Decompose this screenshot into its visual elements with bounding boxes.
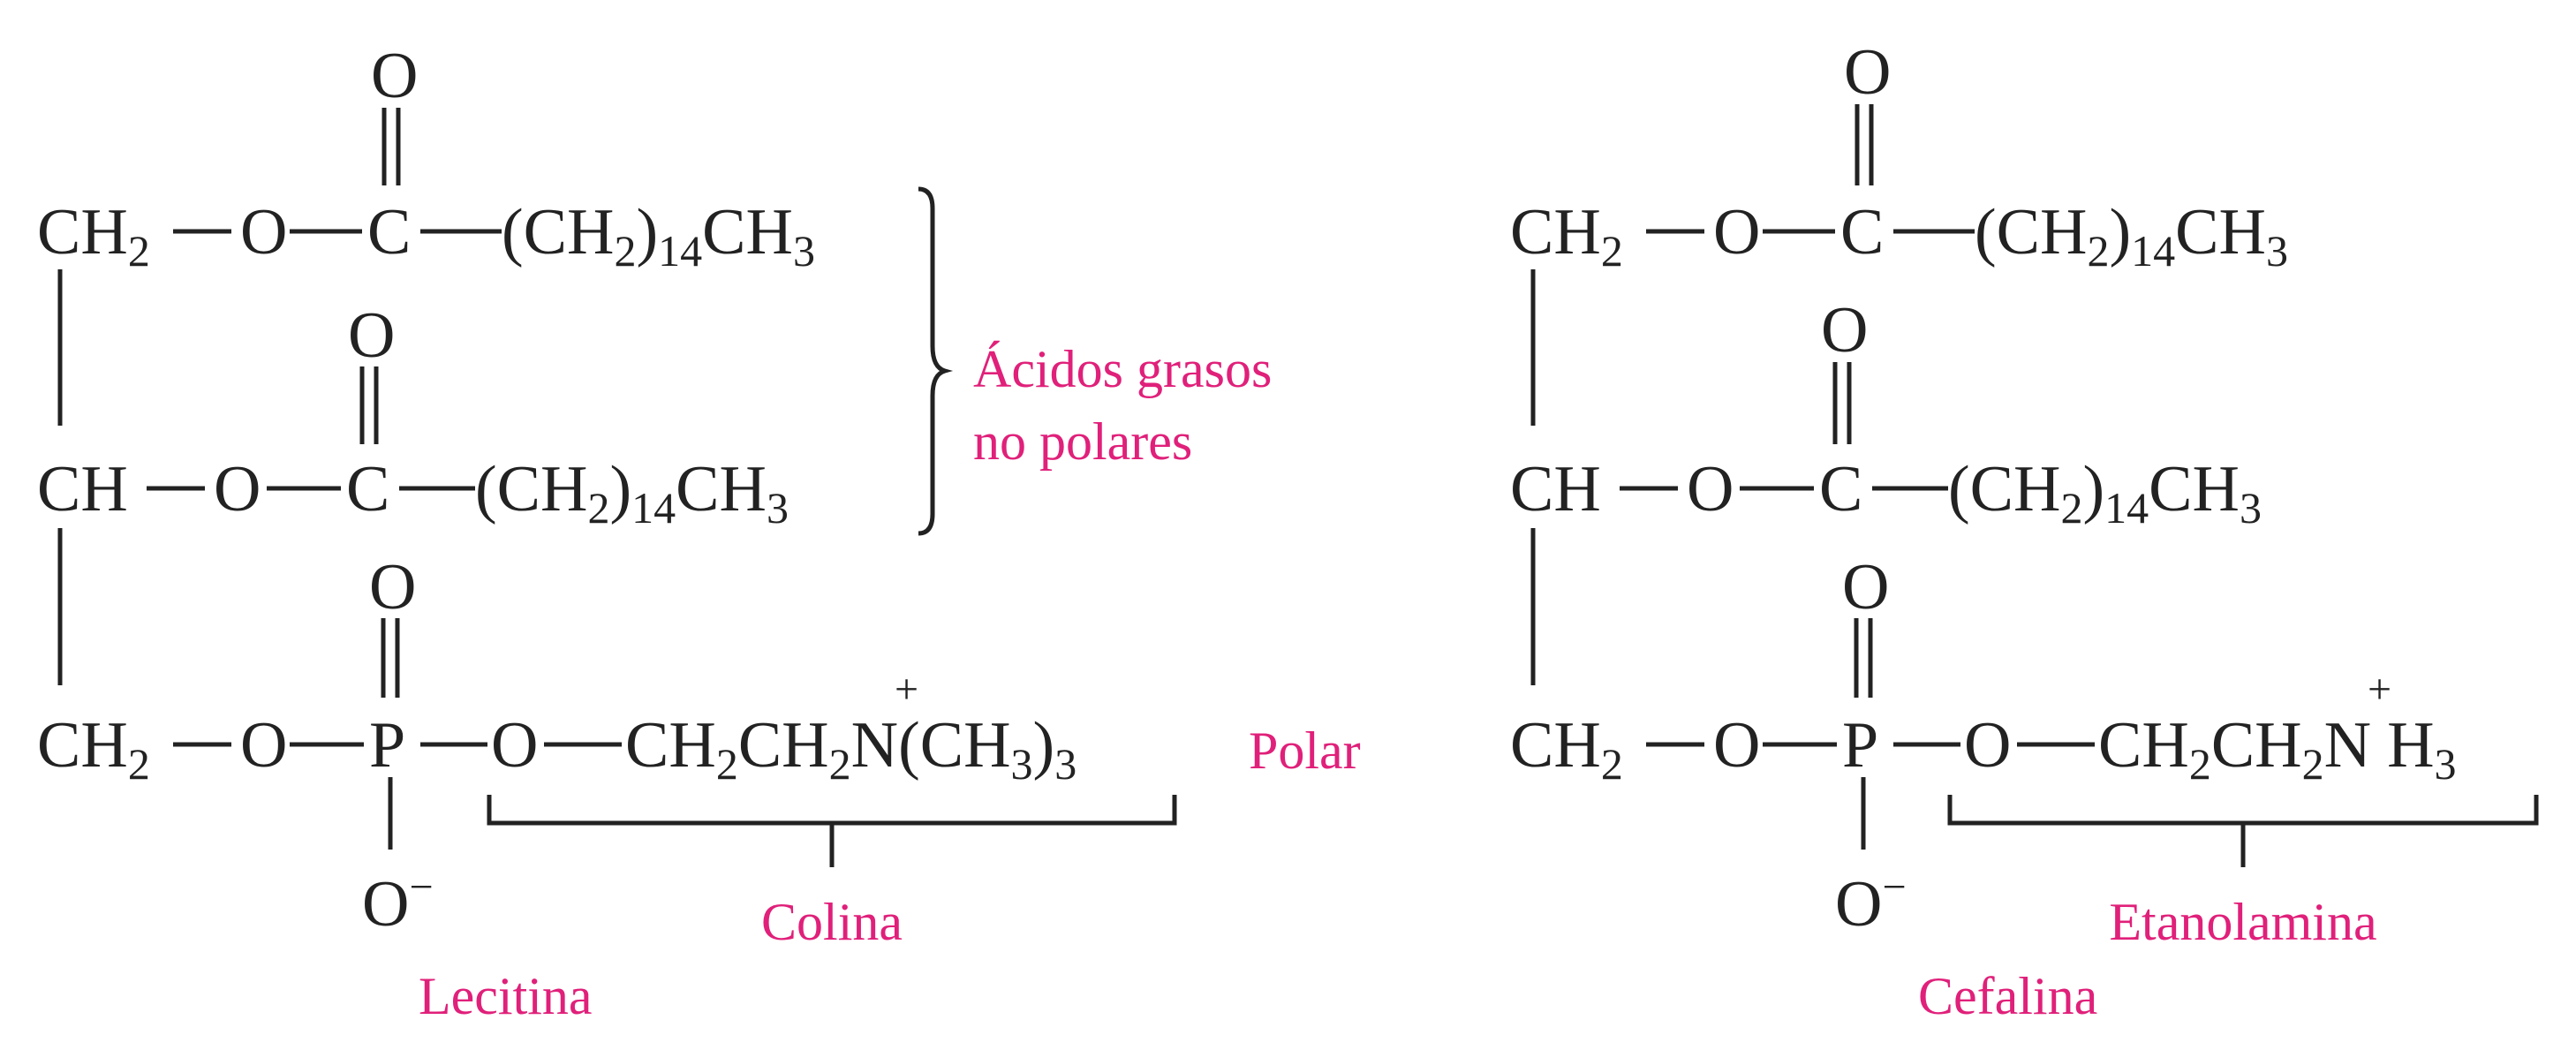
row2-ch: CH [37, 453, 128, 525]
row2-c: C [1819, 453, 1862, 525]
row1-o: O [240, 196, 287, 268]
choline-bracket [487, 795, 1177, 826]
row2-ch: CH [1510, 453, 1601, 525]
row2-chain: (CH2)14CH3 [1948, 453, 2262, 533]
fatty-acids-label-line2: no polares [973, 412, 1192, 471]
row2-o: O [214, 453, 261, 525]
row3-p: P [1842, 709, 1878, 782]
row3-p: P [369, 709, 405, 782]
row1-c: C [1840, 196, 1884, 268]
row2-o: O [1687, 453, 1734, 525]
row1-ch2: CH2 [1510, 196, 1623, 276]
row1-c: C [367, 196, 411, 268]
row3-ch2: CH2 [37, 709, 150, 789]
row2-chain: (CH2)14CH3 [475, 453, 789, 533]
row3-o: O [240, 709, 287, 782]
ethanolamine-bracket [1947, 795, 2539, 826]
polar-label: Polar [1249, 721, 1361, 780]
row3-o2: O [1964, 709, 2011, 782]
row3-ch2: CH2 [1510, 709, 1623, 789]
phosphate-o-minus: O− [362, 864, 434, 940]
phosphate-o-top: O [1842, 551, 1889, 623]
cephalin-label: Cefalina [1918, 967, 2097, 1025]
phosphate-o-top: O [369, 551, 416, 623]
row2-c: C [346, 453, 389, 525]
row2-carbonyl-o: O [348, 299, 395, 372]
ethanolamine-label: Etanolamina [2109, 893, 2376, 951]
row1-chain: (CH2)14CH3 [1975, 196, 2288, 276]
row1-ch2: CH2 [37, 196, 150, 276]
fatty-acid-brace [918, 186, 954, 536]
row1-carbonyl-o: O [1844, 36, 1891, 109]
row3-o: O [1713, 709, 1760, 782]
row2-carbonyl-o: O [1821, 294, 1868, 366]
choline-label: Colina [761, 893, 903, 951]
row3-o2: O [491, 709, 538, 782]
nitrogen-plus-charge: + [895, 666, 918, 713]
cephalin-structure: CH2 O C O (CH2)14CH3 CH O C O (CH2)14CH3… [1510, 36, 2539, 1025]
lecithin-structure: CH2 O C O (CH2)14CH3 CH O C O (CH2)14CH3… [37, 40, 1361, 1025]
phosphate-o-minus: O− [1835, 864, 1907, 940]
row1-o: O [1713, 196, 1760, 268]
row1-chain: (CH2)14CH3 [502, 196, 815, 276]
nitrogen-plus-charge: + [2368, 666, 2391, 713]
fatty-acids-label-line1: Ácidos grasos [973, 340, 1272, 398]
row1-carbonyl-o: O [371, 40, 418, 112]
lecithin-label: Lecitina [419, 967, 593, 1025]
choline-chain: CH2CH2N(CH3)3 [625, 709, 1076, 789]
